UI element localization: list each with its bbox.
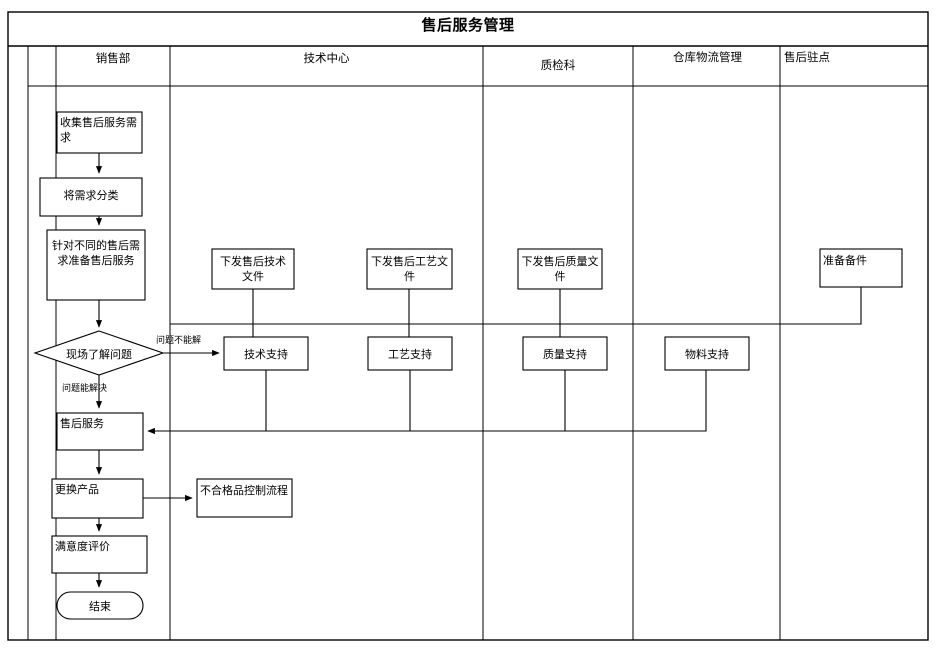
edge-n16-merge xyxy=(266,370,707,432)
node-label-n2[interactable]: 将需求分类 xyxy=(63,189,119,202)
node-label-n11[interactable]: 技术支持 xyxy=(244,348,288,361)
node-box-n13 xyxy=(196,478,293,518)
node-box-n7 xyxy=(51,535,148,574)
node-box-n9 xyxy=(211,248,295,290)
node-box-n10 xyxy=(366,248,453,290)
node-shapes xyxy=(39,111,903,574)
node-label-n14[interactable]: 下发售后质量文件 xyxy=(521,255,599,283)
node-box-n14 xyxy=(517,248,603,290)
node-label-n4[interactable]: 现场了解问题 xyxy=(66,348,132,361)
lane-header-qc: 质检科 xyxy=(540,58,576,72)
lane-header-warehouse: 仓库物流管理 xyxy=(673,50,742,64)
outer-frame xyxy=(7,11,929,641)
node-box-n15 xyxy=(522,336,608,371)
lane-header-tech: 技术中心 xyxy=(303,51,350,65)
edge-label-problem-resolved: 问题能解决 xyxy=(62,384,108,394)
lane-header-station: 售后驻点 xyxy=(784,50,830,64)
edge-n17-merge xyxy=(170,287,862,325)
node-box-n12 xyxy=(367,336,453,371)
node-box-n5 xyxy=(56,412,144,451)
edge-n11-n5 xyxy=(147,370,267,435)
node-label-n7[interactable]: 满意度评价 xyxy=(55,540,110,553)
diagram-title: 售后服务管理 xyxy=(421,16,515,34)
node-label-n5[interactable]: 售后服务 xyxy=(60,417,104,430)
edge-label-problem-unresolved: 问题不能解 xyxy=(156,336,202,346)
node-label-n8[interactable]: 结束 xyxy=(89,600,111,613)
node-label-n6[interactable]: 更换产品 xyxy=(55,483,99,496)
node-box-n2 xyxy=(39,177,143,217)
node-label-n17[interactable]: 准备备件 xyxy=(823,254,867,267)
node-box-n3 xyxy=(46,229,146,301)
lane-header-sales: 销售部 xyxy=(95,51,131,65)
node-box-n16 xyxy=(664,336,750,371)
node-label-n13[interactable]: 不合格品控制流程 xyxy=(200,484,288,497)
node-box-n17 xyxy=(819,248,903,288)
node-box-n11 xyxy=(223,336,309,371)
node-label-n9[interactable]: 下发售后技术文件 xyxy=(220,255,286,283)
node-label-n3[interactable]: 针对不同的售后需求准备售后服务 xyxy=(52,239,140,267)
node-label-n16[interactable]: 物料支持 xyxy=(685,348,729,361)
node-label-n10[interactable]: 下发售后工艺文件 xyxy=(371,255,448,283)
node-label-n12[interactable]: 工艺支持 xyxy=(388,348,432,361)
node-terminator-n8 xyxy=(56,591,144,620)
node-label-n15[interactable]: 质量支持 xyxy=(543,348,587,361)
node-label-n1[interactable]: 收集售后服务需求 xyxy=(60,116,137,144)
connectors xyxy=(95,153,862,588)
